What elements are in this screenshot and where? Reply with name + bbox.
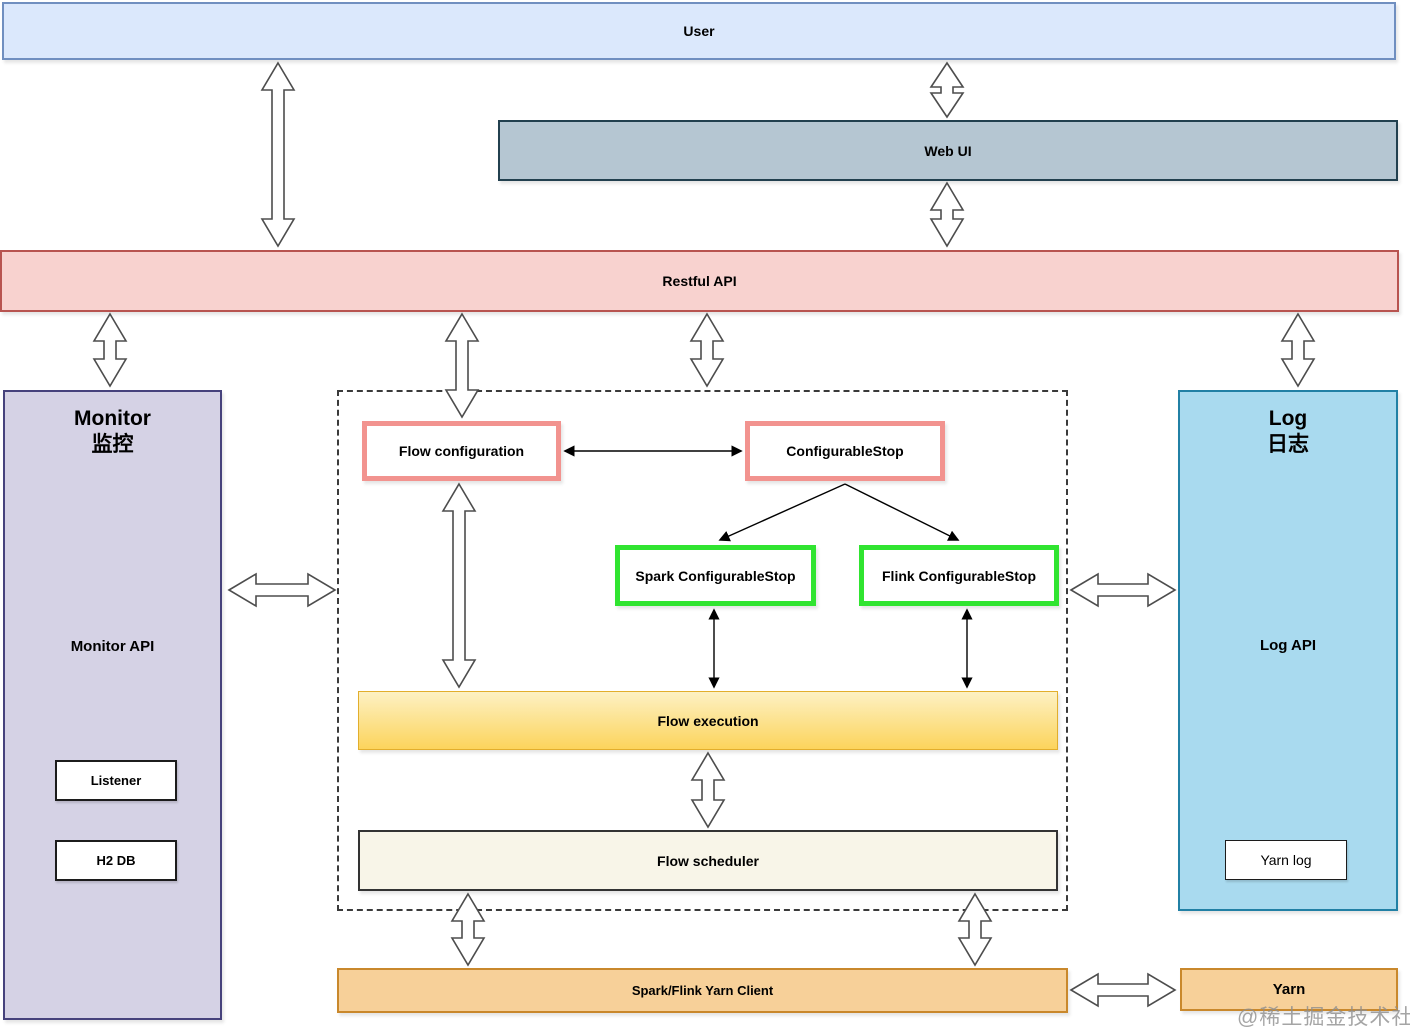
yarn-log-node: Yarn log: [1225, 840, 1347, 880]
yarn-log-label: Yarn log: [1260, 852, 1312, 868]
h2-db-node: H2 DB: [55, 840, 177, 881]
arrow-restful-monitor: [92, 312, 128, 388]
log-title-zh: 日志: [1267, 433, 1309, 457]
flow-scheduler-node: Flow scheduler: [358, 830, 1058, 891]
flow-execution-label: Flow execution: [657, 712, 759, 729]
restful-api-label: Restful API: [662, 273, 737, 289]
monitor-api-label: Monitor API: [70, 638, 155, 655]
spark-flink-yarn-client-node: Spark/Flink Yarn Client: [337, 968, 1068, 1013]
configurable-stop-label: ConfigurableStop: [786, 443, 904, 459]
log-title: Log 日志: [1180, 392, 1396, 459]
watermark-text: @稀土掘金技术社区: [1237, 1006, 1410, 1029]
restful-api-node: Restful API: [0, 250, 1399, 312]
arrow-user-webui: [929, 61, 965, 119]
arrow-yarnclient-yarn: [1069, 972, 1177, 1008]
yarn-node: Yarn: [1180, 968, 1398, 1011]
listener-node: Listener: [55, 760, 177, 801]
monitor-title-en: Monitor: [74, 407, 151, 430]
flink-configurable-stop-label: Flink ConfigurableStop: [882, 567, 1036, 584]
arrow-user-restful: [260, 61, 296, 248]
flow-execution-node: Flow execution: [358, 691, 1058, 750]
arrow-restful-log: [1280, 312, 1316, 388]
monitor-title-zh: 监控: [91, 433, 134, 457]
monitor-panel: Monitor 监控 Monitor API Listener H2 DB: [3, 390, 222, 1020]
flow-configuration-label: Flow configuration: [398, 443, 525, 459]
flink-configurable-stop-node: Flink ConfigurableStop: [859, 545, 1059, 606]
spark-flink-yarn-client-label: Spark/Flink Yarn Client: [631, 983, 774, 998]
flow-configuration-node: Flow configuration: [362, 421, 561, 481]
arrow-restful-pipeline: [689, 312, 725, 388]
configurable-stop-node: ConfigurableStop: [745, 421, 945, 481]
arrow-pipeline-log: [1069, 572, 1177, 608]
flow-scheduler-label: Flow scheduler: [657, 852, 759, 869]
user-label: User: [683, 23, 715, 39]
arrow-monitor-pipeline: [227, 572, 337, 608]
web-ui-node: Web UI: [498, 120, 1398, 181]
log-panel: Log 日志 Log API Yarn log: [1178, 390, 1398, 911]
pipeline-dashed-container: [337, 390, 1068, 911]
listener-label: Listener: [90, 773, 142, 788]
user-node: User: [2, 2, 1396, 60]
arrow-webui-restful: [929, 181, 965, 248]
yarn-label: Yarn: [1272, 981, 1306, 998]
web-ui-label: Web UI: [924, 142, 972, 159]
spark-configurable-stop-label: Spark ConfigurableStop: [635, 567, 796, 584]
spark-configurable-stop-node: Spark ConfigurableStop: [615, 545, 816, 606]
monitor-title: Monitor 监控: [5, 392, 220, 459]
h2-db-label: H2 DB: [96, 853, 136, 868]
log-api-label: Log API: [1259, 637, 1317, 654]
log-title-en: Log: [1268, 407, 1308, 430]
